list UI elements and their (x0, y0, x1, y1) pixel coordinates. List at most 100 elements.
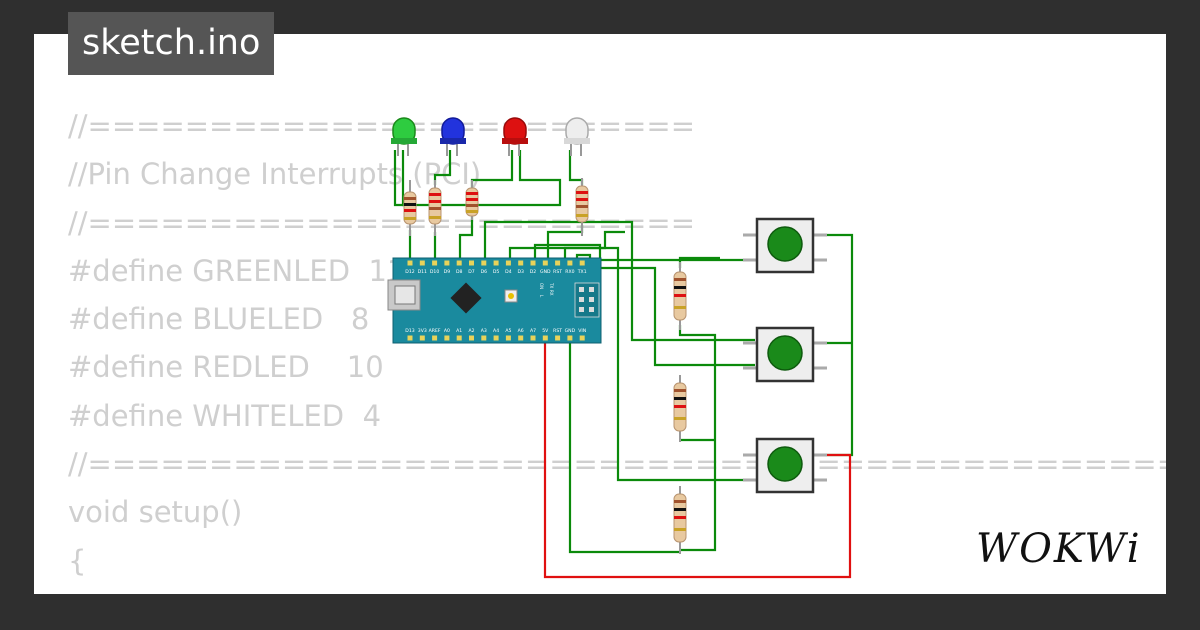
resistor-button-2[interactable] (673, 375, 687, 442)
resistor-red-led[interactable] (465, 180, 479, 220)
pin-pad[interactable] (456, 260, 462, 266)
pin-label: D10 (430, 269, 439, 275)
pin-label: D2 (530, 269, 537, 275)
simulation-canvas: //=========================//Pin Change … (34, 34, 1166, 594)
pin-pad[interactable] (469, 335, 474, 341)
led-white[interactable] (564, 117, 590, 156)
pin-pad[interactable] (555, 335, 561, 341)
wire (508, 246, 755, 482)
pin-pad[interactable] (567, 260, 573, 266)
pin-pad[interactable] (542, 260, 548, 266)
pin-label: GND (540, 269, 551, 275)
pin-label: A7 (530, 328, 536, 334)
pushbutton-1[interactable] (743, 217, 827, 274)
pin-pad[interactable] (567, 335, 573, 341)
pin-pad[interactable] (518, 335, 524, 341)
resistor-button-1[interactable] (673, 262, 687, 330)
icsp-header (579, 287, 594, 312)
pin-label: A6 (518, 328, 524, 334)
pin-pad[interactable] (481, 260, 487, 266)
pin-pad[interactable] (493, 335, 499, 341)
wire (483, 220, 755, 342)
code-line: void setup() (68, 495, 243, 530)
pin-pad[interactable] (432, 335, 438, 341)
pin-label: D13 (405, 328, 414, 334)
code-line: pinMode(2, INPUT); pinMode(4, INPUT); pi… (68, 585, 1166, 594)
pin-label: D11 (418, 269, 427, 275)
wire (680, 440, 717, 552)
pin-label: RX0 (565, 269, 574, 275)
code-line: #define BLUELED 8 (68, 302, 370, 337)
board-labels: TX RX ON L (539, 282, 554, 298)
code-line: { (68, 543, 87, 578)
pin-pad[interactable] (419, 335, 425, 341)
pin-label: A5 (505, 328, 511, 334)
pin-label: A3 (481, 328, 487, 334)
pushbutton-2[interactable] (743, 326, 827, 383)
pin-label: D9 (444, 269, 451, 275)
pin-label: A1 (456, 328, 462, 334)
pin-label: TX1 (577, 269, 587, 275)
pin-label: D8 (456, 269, 463, 275)
pin-pad[interactable] (542, 335, 548, 341)
board-label: RX (549, 290, 554, 296)
led-blue[interactable] (440, 117, 466, 156)
pin-pad[interactable] (481, 335, 487, 341)
pin-pad[interactable] (555, 260, 561, 266)
pin-label: A2 (468, 328, 474, 334)
wire (458, 215, 474, 262)
pin-pad[interactable] (444, 335, 450, 341)
pin-pad[interactable] (505, 335, 511, 341)
file-tab[interactable]: sketch.ino (68, 12, 275, 75)
pin-pad[interactable] (518, 260, 524, 266)
pin-label: AREF (429, 328, 441, 334)
resistor-button-3[interactable] (673, 486, 687, 554)
board-label: L (539, 295, 544, 298)
pin-pad[interactable] (407, 335, 413, 341)
wire (568, 335, 680, 554)
pin-label: VIN (578, 328, 586, 334)
board-label: ON (539, 283, 544, 289)
pin-pad[interactable] (469, 260, 474, 266)
board-label: TX (549, 282, 554, 288)
pin-label: D4 (505, 269, 512, 275)
pin-pad[interactable] (456, 335, 462, 341)
code-line: #define GREENLED 11 (68, 253, 406, 288)
pin-label: D5 (493, 269, 500, 275)
wire (575, 253, 755, 367)
pin-pad[interactable] (407, 260, 413, 266)
code-line: //========================= (68, 109, 696, 143)
led-red[interactable] (502, 117, 528, 156)
resistor-blue-led[interactable] (428, 180, 442, 236)
pin-label: RST (553, 269, 562, 275)
pin-label: D7 (468, 269, 475, 275)
code-line: #define REDLED 10 (68, 350, 384, 385)
pin-label: GND (565, 328, 576, 334)
power-wire (543, 335, 852, 579)
pin-label: D6 (481, 269, 488, 275)
pin-pad[interactable] (505, 260, 511, 266)
pin-pad[interactable] (579, 335, 585, 341)
pin-label: 3V3 (418, 328, 427, 334)
resistor-green-led[interactable] (403, 180, 417, 236)
pin-pad[interactable] (530, 335, 536, 341)
wire (533, 243, 755, 262)
pin-pad[interactable] (419, 260, 425, 266)
pin-label: A4 (493, 328, 499, 334)
resistor-white-led[interactable] (575, 178, 589, 236)
pin-label: D12 (405, 269, 414, 275)
pin-pad[interactable] (530, 260, 536, 266)
pin-pad[interactable] (579, 260, 585, 266)
wire (825, 233, 854, 457)
led-green[interactable] (391, 117, 417, 156)
pin-pad[interactable] (432, 260, 438, 266)
wire (393, 150, 562, 207)
pin-pad[interactable] (493, 260, 499, 266)
pin-label: 5V (542, 328, 549, 334)
pushbutton-3[interactable] (743, 437, 827, 494)
wires (393, 150, 854, 554)
pin-pad[interactable] (444, 260, 450, 266)
